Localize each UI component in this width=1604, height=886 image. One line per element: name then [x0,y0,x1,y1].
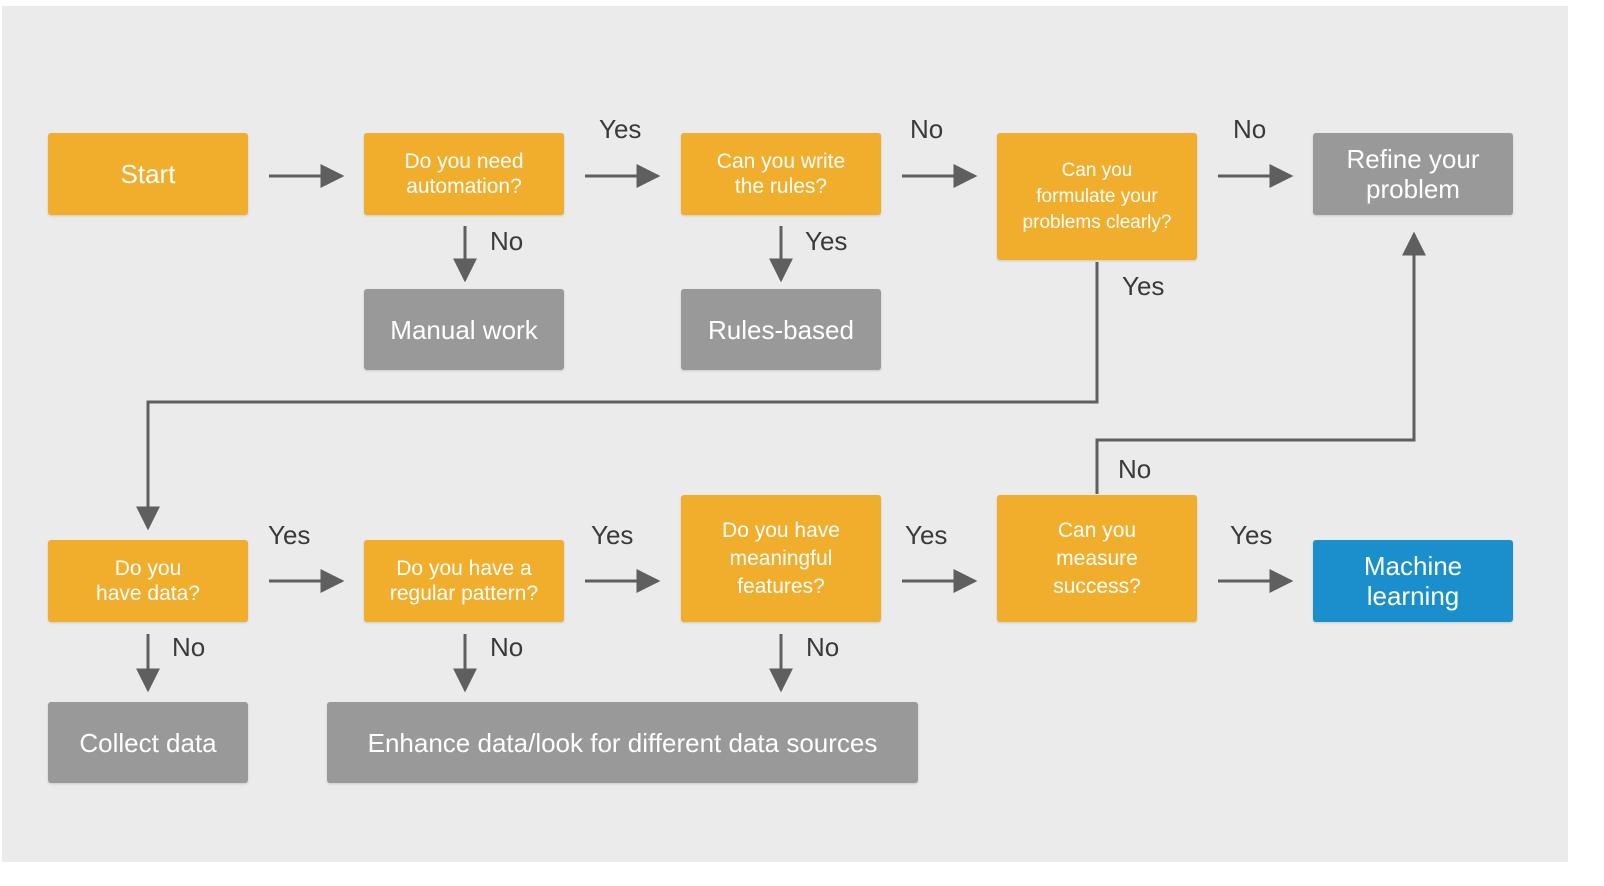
label-rules-yes: Yes [805,226,848,256]
measure-success-node: Can you measure success? [997,495,1197,622]
label-automation-yes: Yes [599,114,642,144]
label-success-yes: Yes [1230,520,1273,550]
label-success-no: No [1118,454,1152,484]
have-data-node: Do you have data? [48,540,248,622]
label-features-yes: Yes [905,520,948,550]
enhance-data-node: Enhance data/look for different data sou… [327,702,918,783]
label-formulate-no: No [1233,114,1267,144]
write-rules-node: Can you write the rules? [681,133,881,215]
collect-data-node: Collect data [48,702,248,783]
label-pattern-yes: Yes [591,520,634,550]
arrow-success-no [1095,231,1426,494]
machine-learning-node: Machine learning [1313,540,1513,622]
meaningful-features-node: Do you have meaningful features? [681,495,881,622]
label-data-yes: Yes [268,520,311,550]
start-node: Start [48,133,248,215]
arrow-formulate-yes [136,262,1099,531]
need-automation-node: Do you need automation? [364,133,564,215]
label-features-no: No [806,632,840,662]
refine-problem-node: Refine your problem [1313,133,1513,215]
formulate-problem-node: Can you formulate your problems clearly? [997,133,1197,260]
label-formulate-yes: Yes [1122,271,1165,301]
manual-work-node: Manual work [364,289,564,370]
label-data-no: No [172,632,206,662]
rules-based-node: Rules-based [681,289,881,370]
label-rules-no: No [910,114,944,144]
label-automation-no: No [490,226,524,256]
regular-pattern-node: Do you have a regular pattern? [364,540,564,622]
label-pattern-no: No [490,632,524,662]
